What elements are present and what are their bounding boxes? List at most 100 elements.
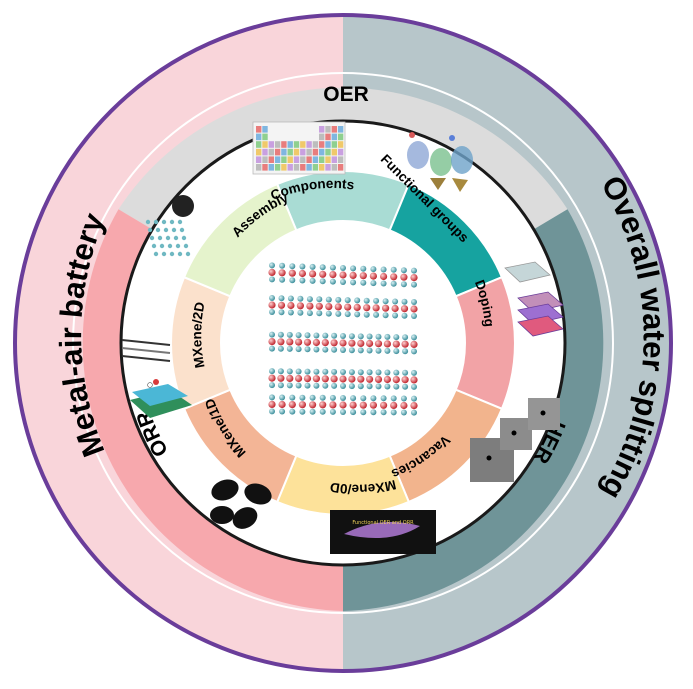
lattice-atom [309,408,316,415]
periodic-cell [306,164,312,171]
lattice-atom [400,267,407,274]
periodic-cell [300,156,306,163]
lattice-atom [268,301,276,309]
lattice-atom [382,298,389,305]
lattice-atom [304,346,311,353]
lattice-atom [269,345,275,352]
periodic-cell [262,133,268,141]
lattice-atom [366,333,373,340]
lattice-atom [410,305,418,313]
lattice-atom [287,301,295,310]
lattice-atom [390,395,397,402]
assembly-node [149,235,155,241]
lattice-atom [330,339,338,347]
lattice-atom [269,331,275,338]
functional-groups-thumbnail [407,132,473,192]
periodic-cell [281,141,287,148]
periodic-cell [268,141,274,148]
outer-ring-border [13,13,673,673]
lattice-atom [325,303,333,311]
lattice-atom [400,409,407,416]
lattice-atom [374,375,383,383]
lattice-atom [286,345,293,352]
lattice-atom [369,272,377,280]
lattice-atom [402,334,409,341]
lattice-atom [344,297,351,304]
periodic-cell [262,156,268,163]
lattice-atom [400,305,409,313]
periodic-cell [319,164,325,171]
lattice-atom [393,334,400,341]
lattice-atom [299,394,306,401]
lattice-atom [350,265,357,272]
lattice-atom [268,268,276,276]
lattice-atom [373,311,380,318]
lattice-atom [299,408,306,415]
lattice-atom [306,302,314,310]
lattice-atom [289,263,296,270]
periodic-cell [312,148,319,156]
periodic-cell [337,133,344,141]
periodic-cell [268,156,274,163]
lattice-atom [309,394,316,401]
lattice-atom [309,263,316,270]
lattice-atom [410,274,418,282]
lattice-atom [277,382,284,389]
lattice-atom [349,401,357,409]
lattice-atom [277,345,284,352]
assembly-node [153,251,159,257]
lattice-atom [295,346,302,353]
lattice-atom [296,302,304,310]
lattice-atom [330,375,338,383]
lattice-atom [380,266,387,273]
lattice-atom [289,394,296,401]
periodic-cell [325,141,331,148]
lattice-atom [390,273,398,281]
lattice-atom [363,297,370,304]
periodic-cell [337,156,344,163]
lattice-atom [298,401,306,409]
lattice-atom [350,409,357,416]
lattice-atom [303,375,312,383]
periodic-cell [293,141,300,148]
lattice-atom [319,270,327,278]
lattice-atom [306,310,313,317]
lattice-atom [269,276,275,283]
lattice-atom [316,296,323,303]
lattice-atom [331,382,338,389]
vacancies-thumbnail [470,398,560,482]
periodic-cell [256,164,262,171]
periodic-cell [319,126,325,133]
lattice-atom [309,270,317,278]
periodic-cell [306,141,312,148]
lattice-atom [295,374,303,383]
lattice-atom [390,401,398,409]
lattice-atom [319,264,326,271]
assembly-node [161,219,167,225]
periodic-cell [287,164,293,171]
periodic-cell [319,141,325,148]
lattice-atom [304,368,311,375]
assembly-node [169,219,175,225]
lattice-atom [384,383,391,390]
lattice-atom [393,383,400,390]
periodic-cell [337,164,344,171]
lattice-atom [325,296,332,303]
lattice-atom [286,331,293,338]
lattice-atom [340,333,346,339]
lattice-atom [370,395,377,402]
periodic-cell [287,148,293,156]
lattice-atom [334,303,342,311]
lattice-atom [384,333,391,340]
lattice-atom [411,348,417,355]
lattice-atom [287,309,294,316]
periodic-cell [306,148,312,156]
assembly-node [181,235,187,241]
lattice-atom [340,279,346,285]
lattice-atom [357,339,365,347]
periodic-cell [300,141,306,148]
lattice-atom [322,368,329,375]
assembly-node [151,243,157,249]
lattice-atom [382,312,389,319]
lattice-atom [295,338,303,346]
